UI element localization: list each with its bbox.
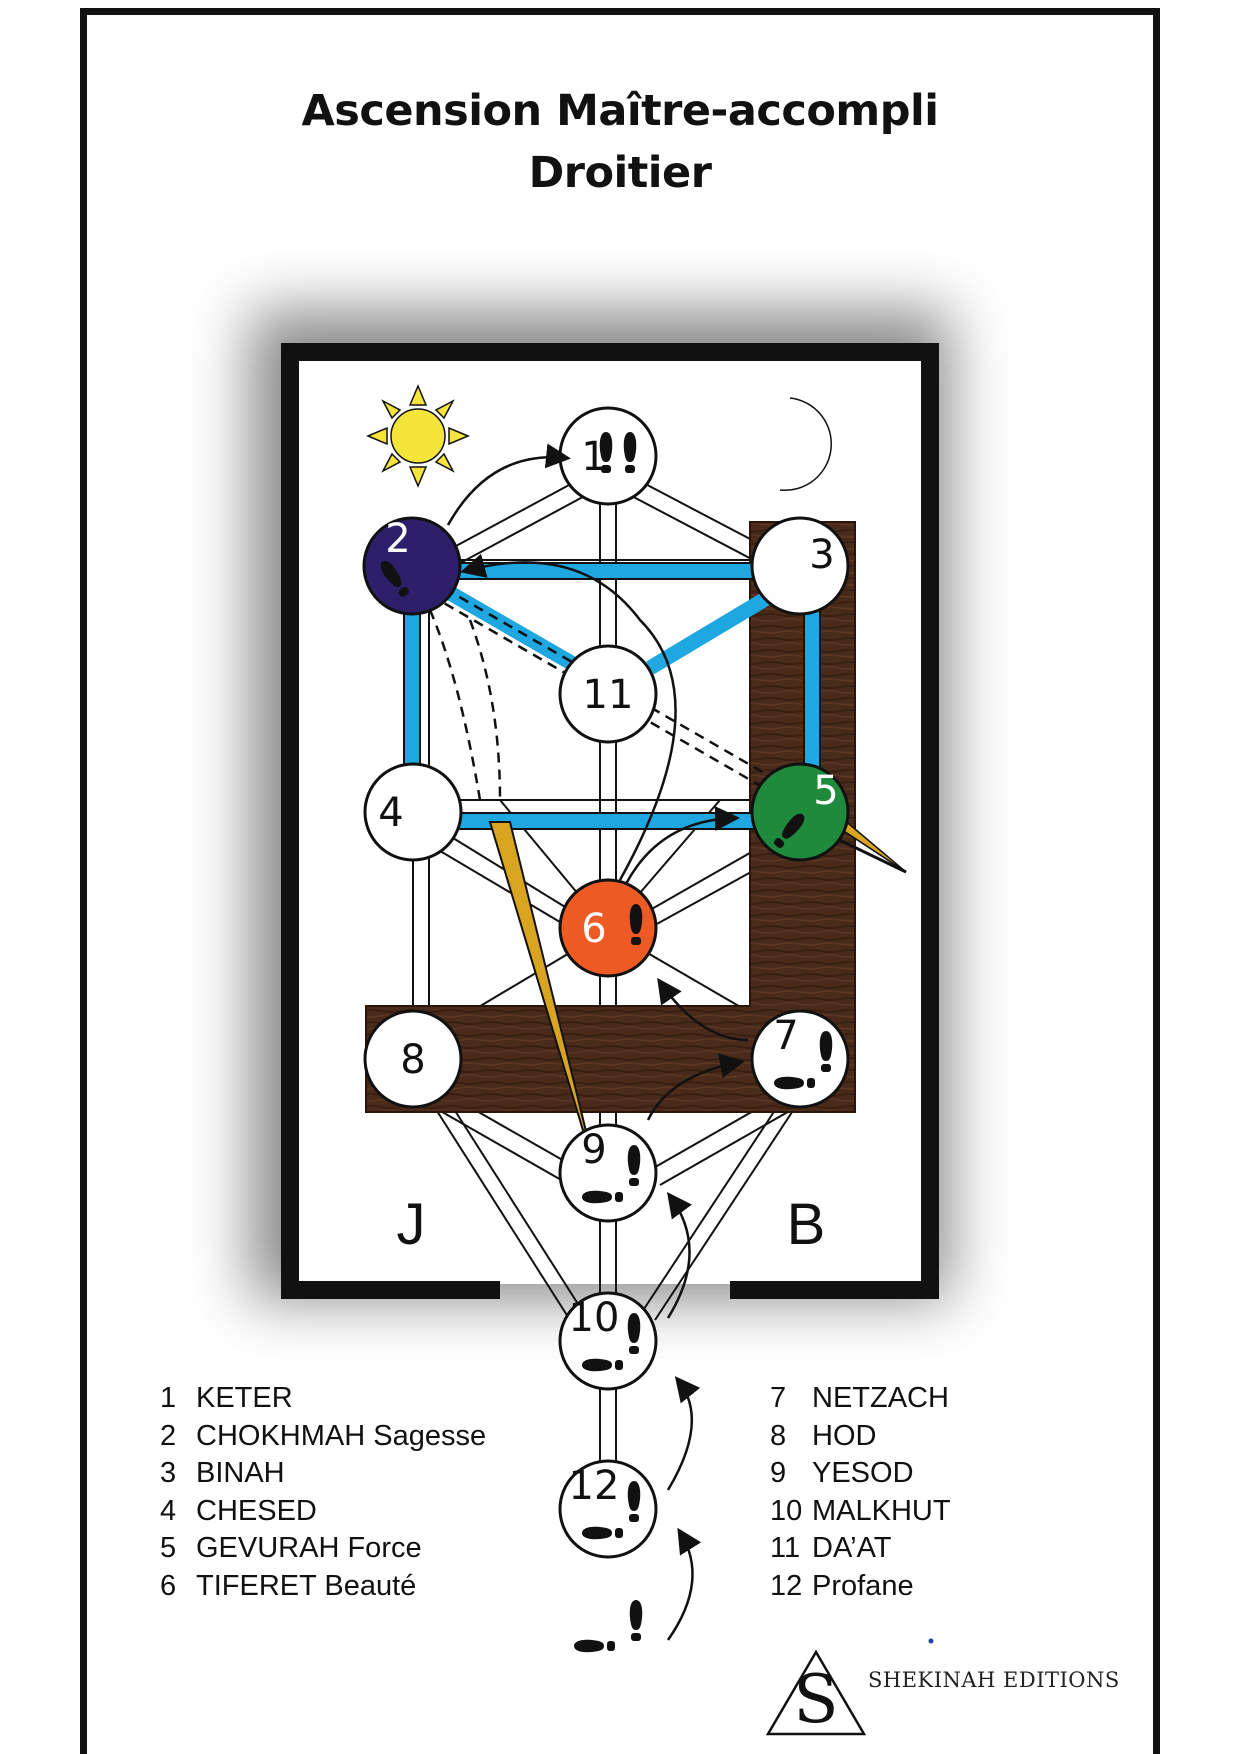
- legend-number: 9: [770, 1457, 787, 1489]
- legend-number: 11: [770, 1532, 801, 1564]
- legend-name: CHESED: [196, 1494, 317, 1527]
- legend-name: Profane: [812, 1569, 914, 1602]
- page-frame: [80, 8, 1160, 1754]
- node-label: 6: [581, 906, 606, 952]
- legend-entry: 4 CHESED: [160, 1493, 486, 1531]
- node-circle: [363, 762, 463, 862]
- node-circle: [558, 878, 658, 978]
- node-5: 5: [750, 762, 850, 862]
- pillar-j-label: J: [397, 1192, 426, 1257]
- legend-name: TIFERET Beauté: [196, 1569, 417, 1602]
- node-4: 4: [363, 762, 463, 862]
- legend-number: 1: [160, 1382, 177, 1414]
- footprint-icon: [582, 1358, 623, 1372]
- node-9: 9: [558, 1123, 658, 1223]
- legend-entry: 8 HOD: [770, 1418, 951, 1456]
- node-circle: [363, 1009, 463, 1109]
- footprint-icon: [582, 1190, 623, 1204]
- legend-name: MALKHUT: [812, 1494, 951, 1527]
- footprint-icon: [599, 432, 613, 473]
- ascension-arrows: [446, 443, 749, 1641]
- legend-left: 1 KETER 2 CHOKHMAH Sagesse 3 BINAH 4 CHESED 5 GEV…: [160, 1380, 486, 1605]
- node-10: 10: [558, 1291, 658, 1391]
- blue-dot: [928, 1638, 934, 1644]
- footprint-icon: [629, 904, 643, 945]
- node-7: 7: [750, 1009, 850, 1109]
- footprint-icon: [819, 1031, 833, 1072]
- legend-entry: 10 MALKHUT: [770, 1493, 951, 1531]
- node-circle: [750, 762, 850, 862]
- legend-entry: 9 YESOD: [770, 1455, 951, 1493]
- legend-entry: 12 Profane: [770, 1568, 951, 1606]
- footprint-icon: [623, 432, 637, 473]
- node-label: 5: [813, 768, 838, 814]
- footprint-icon: [582, 1526, 623, 1540]
- node-3: 3: [750, 516, 850, 616]
- node-11: 11: [558, 644, 658, 744]
- pillar-b-label: B: [787, 1192, 826, 1257]
- legend-name: BINAH: [196, 1457, 285, 1489]
- legend-name: HOD: [812, 1419, 877, 1452]
- node-label: 9: [581, 1127, 606, 1173]
- legend-right: 7 NETZACH 8 HOD 9 YESOD 10 MALKHUT 11 DA’AT 12 Prof…: [770, 1380, 951, 1605]
- footprint-icon: [774, 1076, 815, 1090]
- sword-icon: [488, 821, 599, 1181]
- legend-name: YESOD: [812, 1457, 914, 1489]
- footprint-icon: [627, 1313, 641, 1354]
- node-label: 4: [378, 790, 403, 836]
- moon-icon: [779, 397, 833, 492]
- node-1: 1: [558, 406, 658, 506]
- node-label: 12: [569, 1463, 620, 1509]
- legend-number: 2: [160, 1419, 177, 1452]
- triangle-logo-icon: S: [765, 1649, 867, 1738]
- node-label: 2: [385, 516, 410, 562]
- start-footprints: [574, 1600, 643, 1653]
- title-line-2: Droitier: [528, 148, 712, 198]
- blue-frame-outline: [403, 562, 821, 830]
- node-label: 10: [569, 1295, 620, 1341]
- legend-number: 10: [770, 1494, 803, 1527]
- legend-number: 3: [160, 1457, 177, 1489]
- title-line-1: Ascension Maître-accompli: [301, 86, 939, 136]
- legend-name: KETER: [196, 1382, 293, 1414]
- node-circle: [558, 1123, 658, 1223]
- node-2: 2: [362, 516, 462, 616]
- legend-entry: 3 BINAH: [160, 1455, 486, 1493]
- node-label: 8: [400, 1037, 425, 1083]
- node-8: 8: [363, 1009, 463, 1109]
- legend-name: NETZACH: [812, 1382, 949, 1414]
- sun-icon: [366, 384, 470, 488]
- legend-number: 8: [770, 1419, 787, 1452]
- legend-entry: 2 CHOKHMAH Sagesse: [160, 1418, 486, 1456]
- node-circle: [558, 644, 658, 744]
- legend-entry: 5 GEVURAH Force: [160, 1530, 486, 1568]
- legend-name: CHOKHMAH Sagesse: [196, 1419, 487, 1452]
- node-label: 7: [773, 1013, 798, 1059]
- node-label: 11: [583, 672, 634, 718]
- legend-number: 6: [160, 1569, 177, 1602]
- footprint-icon: [627, 1145, 641, 1186]
- node-circle: [362, 516, 462, 616]
- legend-number: 5: [160, 1532, 177, 1564]
- legend-entry: 11 DA’AT: [770, 1530, 951, 1568]
- node-label: 3: [809, 532, 834, 578]
- legend-number: 7: [770, 1382, 787, 1414]
- node-circle: [750, 1009, 850, 1109]
- footprint-icon: [627, 1481, 641, 1522]
- legend-entry: 7 NETZACH: [770, 1380, 951, 1418]
- logo-letter: S: [793, 1661, 838, 1738]
- legend-number: 4: [160, 1494, 177, 1527]
- legend-entry: 6 TIFERET Beauté: [160, 1568, 486, 1606]
- node-6: 6: [558, 878, 658, 978]
- legend-name: DA’AT: [812, 1532, 892, 1564]
- node-circle: [750, 516, 850, 616]
- node-12: 12: [558, 1459, 658, 1559]
- legend-entry: 1 KETER: [160, 1380, 486, 1418]
- temple-walls: [281, 343, 939, 1299]
- legend-number: 12: [770, 1569, 803, 1602]
- legend-name: GEVURAH Force: [196, 1532, 422, 1564]
- publisher-name: SHEKINAH EDITIONS: [868, 1668, 1120, 1692]
